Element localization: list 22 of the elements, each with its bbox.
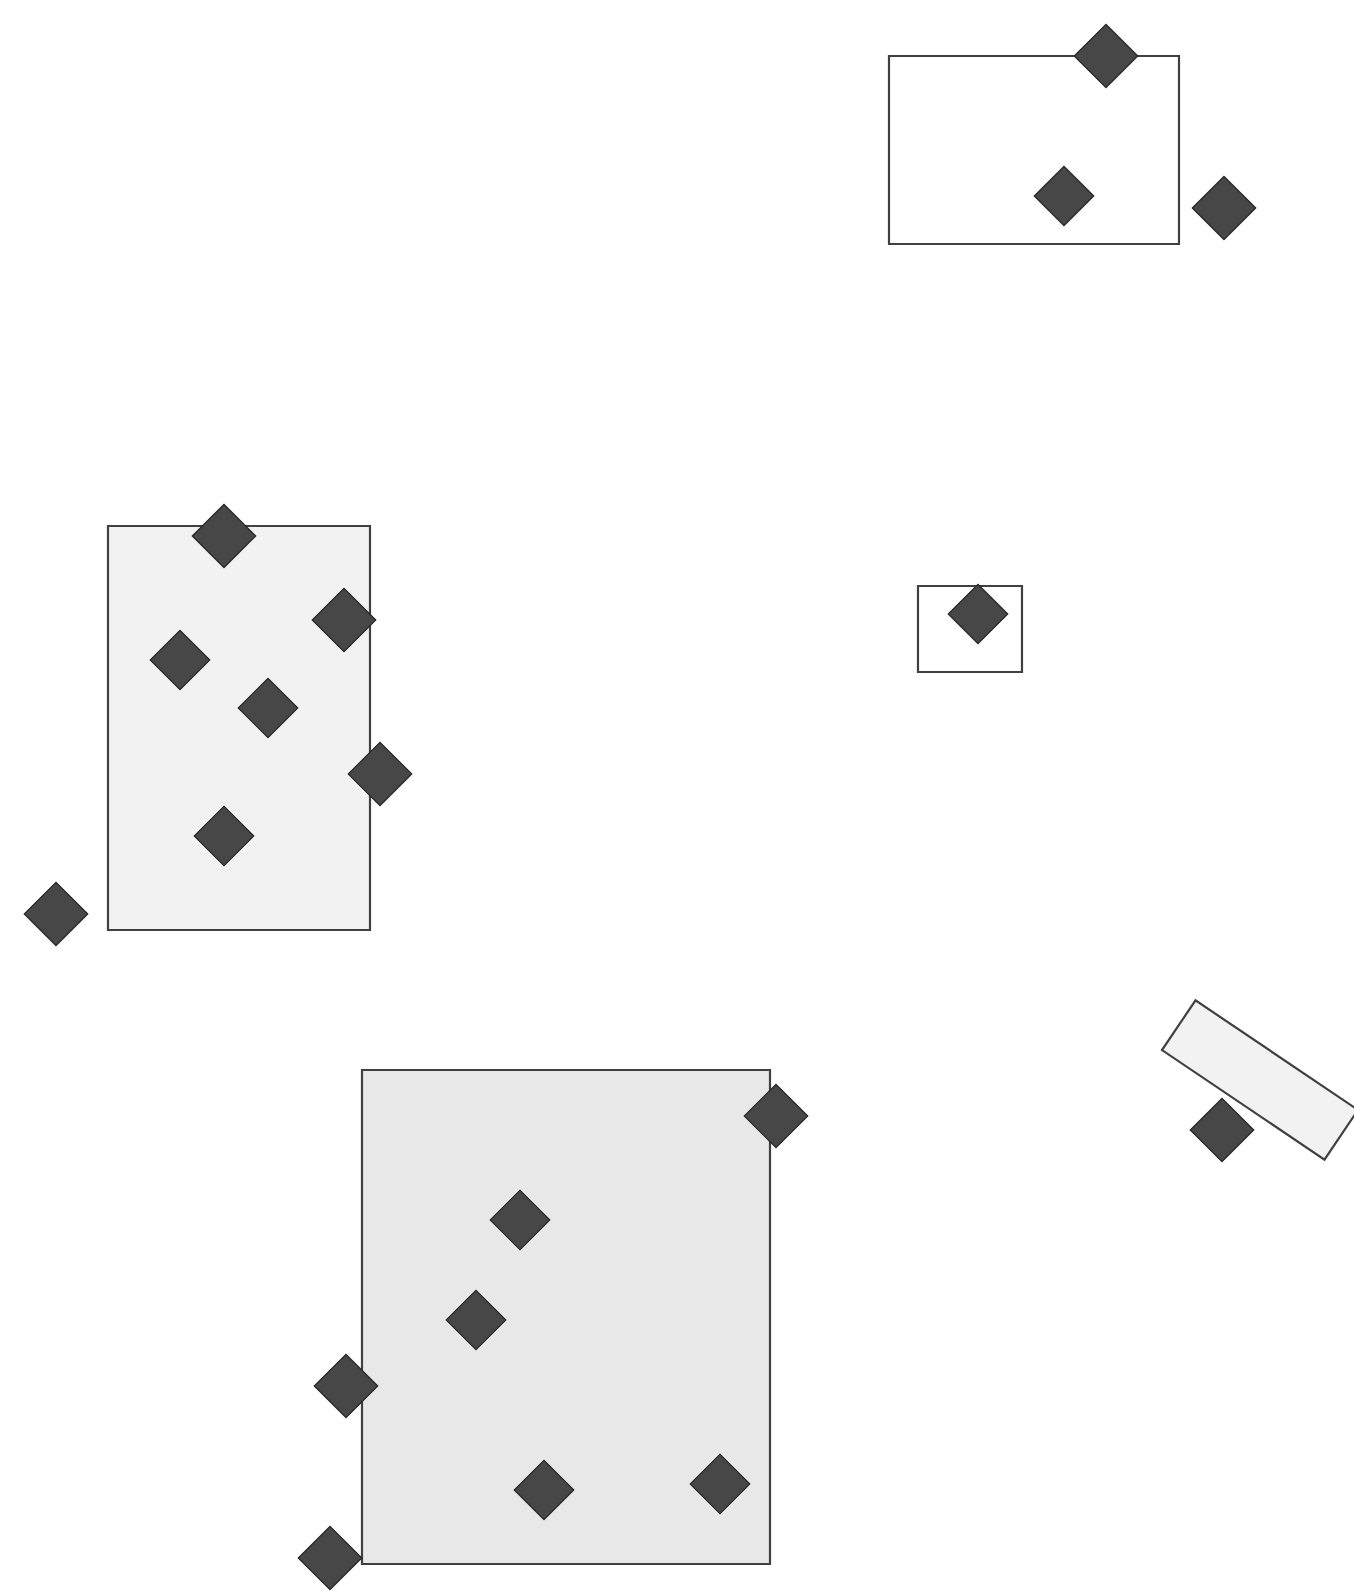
diamond-marker: [149, 629, 211, 691]
diamond-marker: [347, 741, 413, 807]
diamond-marker: [445, 1289, 507, 1351]
diamond-marker: [513, 1459, 575, 1521]
diamond-marker: [743, 1083, 809, 1149]
diamond-marker: [689, 1453, 751, 1515]
diamond-marker: [1073, 23, 1139, 89]
diamond-marker: [297, 1525, 363, 1591]
rectangle: [887, 54, 1181, 246]
diamond-marker: [237, 677, 299, 739]
diamond-marker: [193, 805, 255, 867]
diamond-marker: [191, 503, 257, 569]
diamond-marker: [23, 881, 89, 947]
diamond-marker: [311, 587, 377, 653]
diamond-marker: [947, 583, 1009, 645]
rectangle: [360, 1068, 772, 1566]
diamond-marker: [1189, 1097, 1255, 1163]
diamond-marker: [313, 1353, 379, 1419]
diamond-marker: [489, 1189, 551, 1251]
rectangle: [106, 524, 372, 932]
diamond-marker: [1191, 175, 1257, 241]
diamond-marker: [1033, 165, 1095, 227]
